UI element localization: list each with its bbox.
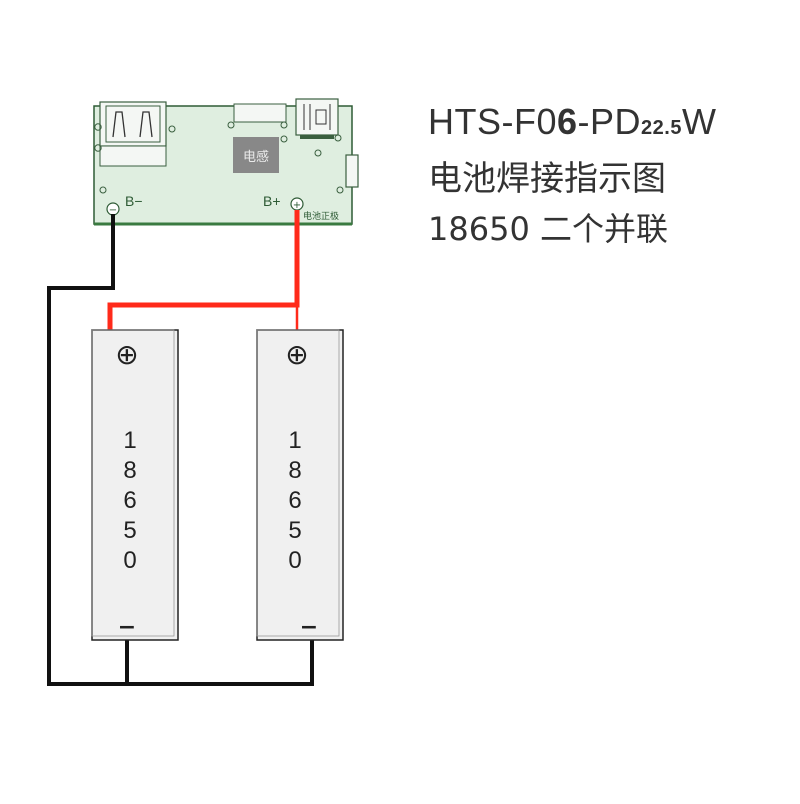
battery-digit: 0 [123,547,136,574]
battery-digit: 5 [288,517,301,544]
model-power-value: 22.5 [641,117,682,139]
title-block: HTS-F06-PD22.5W 电池焊接指示图 18650 二个并联 [428,100,716,252]
mount-hole [94,123,102,131]
battery-positive-label: 电池正极 [303,210,339,222]
mount-hole [227,121,235,129]
battery-digit: 1 [288,427,301,454]
mount-hole [168,125,176,133]
battery-config-label: 18650 二个并联 [428,210,668,248]
battery-digit: 5 [123,517,136,544]
model-power-unit: W [681,101,717,142]
usb-a-port [99,101,167,167]
battery-minus-symbol: − [118,615,136,640]
b-plus-pad-symbol: + [293,200,301,211]
type-c-port [295,98,339,139]
battery-left: ⊕ 1 8 6 5 0 − [91,329,179,641]
battery-digit: 8 [123,457,136,484]
battery-digit: 6 [288,487,301,514]
pcb-board: 电感 B− − B+ + 电池正极 [93,98,359,226]
diagram-subtitle: 电池焊接指示图 [428,159,666,199]
model-prefix: HTS-F0 [428,101,557,142]
inductor-label: 电感 [243,149,269,165]
negative-wire [47,214,314,686]
battery-minus-symbol: − [300,615,318,640]
battery-inner-body [91,329,175,637]
battery-digit: 8 [288,457,301,484]
top-connector [233,103,287,123]
inductor-block [233,137,279,173]
battery-body [91,329,179,641]
battery-right: ⊕ 1 8 6 5 0 − [256,329,344,641]
positive-wire [107,210,300,330]
model-title: HTS-F06-PD22.5W [428,100,716,150]
battery-digit: 6 [123,487,136,514]
battery-body [256,329,344,641]
battery-digit: 1 [123,427,136,454]
mount-hole [336,186,344,194]
mount-hole [94,144,102,152]
b-plus-label: B+ [263,193,281,209]
mount-hole [280,135,288,143]
mount-hole [99,186,107,194]
battery-digit: 0 [288,547,301,574]
wires [47,210,314,686]
b-minus-pad-symbol: − [109,205,117,216]
battery-plus-symbol: ⊕ [115,338,138,371]
battery-plus-symbol: ⊕ [285,338,308,371]
model-mid: -PD [577,101,642,142]
mount-hole [314,149,322,157]
side-switch [345,154,359,188]
battery-inner-body [256,329,340,637]
model-bold-digit: 6 [557,101,578,142]
b-minus-label: B− [125,193,143,209]
